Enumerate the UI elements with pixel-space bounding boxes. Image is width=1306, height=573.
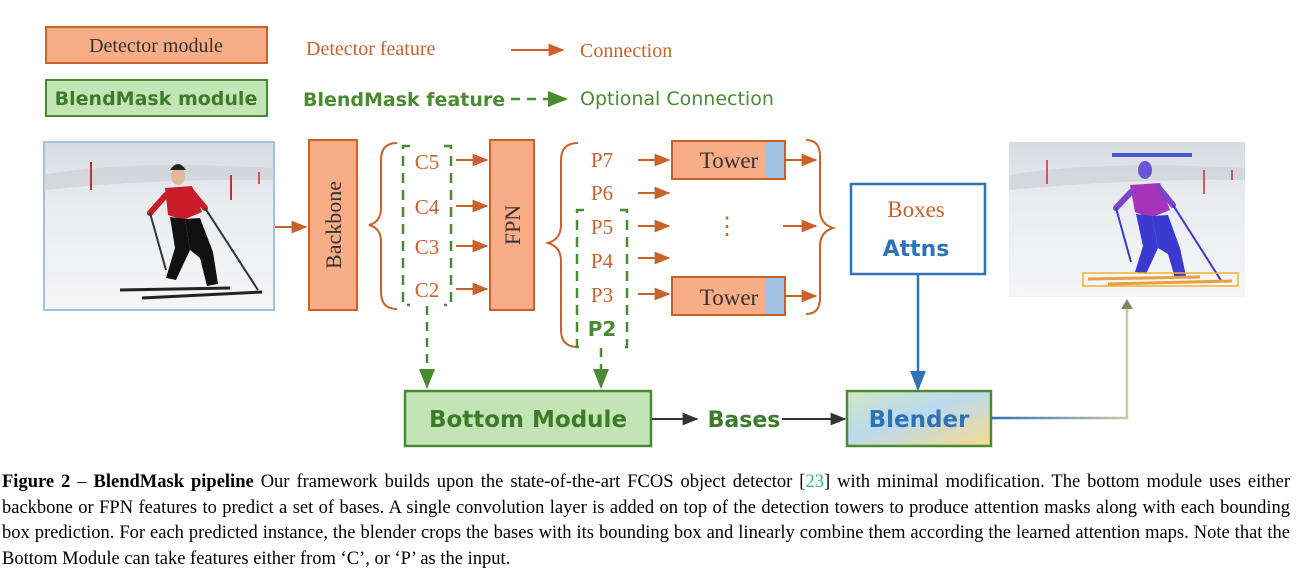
backbone-label: Backbone <box>321 181 346 269</box>
p6-label: P6 <box>591 181 613 205</box>
caption-label: Figure 2 <box>2 472 71 492</box>
p4-label: P4 <box>591 249 614 273</box>
tower-bottom <box>671 276 786 316</box>
p-features-bracket <box>575 208 629 349</box>
p-features-brace <box>544 142 579 348</box>
arrow-output-head <box>1121 299 1133 309</box>
caption-citation-link[interactable]: 23 <box>805 472 824 492</box>
input-photo <box>43 141 275 311</box>
legend-detector-module: Detector module <box>89 35 223 57</box>
legend-blendmask-feature: BlendMask feature <box>303 89 505 111</box>
caption-text-after-cite: ] with minimal modification. The bottom … <box>2 472 1290 569</box>
c-features-bracket <box>401 144 453 307</box>
bottom-module-label: Bottom Module <box>429 407 627 433</box>
legend-blendmask-module: BlendMask module <box>55 88 258 110</box>
blender-label: Blender <box>869 407 970 433</box>
caption-dash: – <box>70 472 94 492</box>
legend-detector-feature: Detector feature <box>306 38 435 60</box>
tower-top-label: Tower <box>700 148 759 173</box>
p5-label: P5 <box>591 215 613 239</box>
bases-label: Bases <box>708 408 781 433</box>
fpn-label: FPN <box>500 205 525 245</box>
boxes-label: Boxes <box>887 197 945 222</box>
p7-label: P7 <box>591 148 613 172</box>
c2-label: C2 <box>415 278 440 302</box>
backbone-box <box>308 139 358 311</box>
tower-bottom-label: Tower <box>700 285 759 310</box>
blender-box <box>845 389 993 448</box>
caption-text-before-cite: Our framework builds upon the state-of-t… <box>253 472 806 492</box>
legend-blendmask-swatch <box>45 79 268 117</box>
towers-right-brace <box>805 139 837 315</box>
towers-ellipsis: ⋮ <box>715 214 739 240</box>
figure-caption: Figure 2 – BlendMask pipeline Our framew… <box>2 470 1290 572</box>
boxes-attns-box <box>849 182 987 276</box>
blendmask-diagram: Detector module BlendMask module Detecto… <box>43 26 1245 448</box>
caption-title: BlendMask pipeline <box>93 472 254 492</box>
c-features-brace <box>368 142 398 310</box>
bottom-module-box <box>403 389 653 448</box>
attns-label: Attns <box>883 237 950 262</box>
arrow-blender-output <box>992 304 1129 420</box>
c3-label: C3 <box>415 235 440 259</box>
legend-connection: Connection <box>580 40 672 62</box>
c4-label: C4 <box>415 195 440 219</box>
output-photo <box>1009 142 1245 297</box>
p2-label: P2 <box>588 317 617 341</box>
c5-label: C5 <box>415 150 440 174</box>
legend-detector-swatch <box>45 26 268 64</box>
tower-top <box>671 140 786 180</box>
p3-label: P3 <box>591 283 613 307</box>
fpn-box <box>489 139 535 311</box>
legend-optional-connection: Optional Connection <box>580 88 774 110</box>
